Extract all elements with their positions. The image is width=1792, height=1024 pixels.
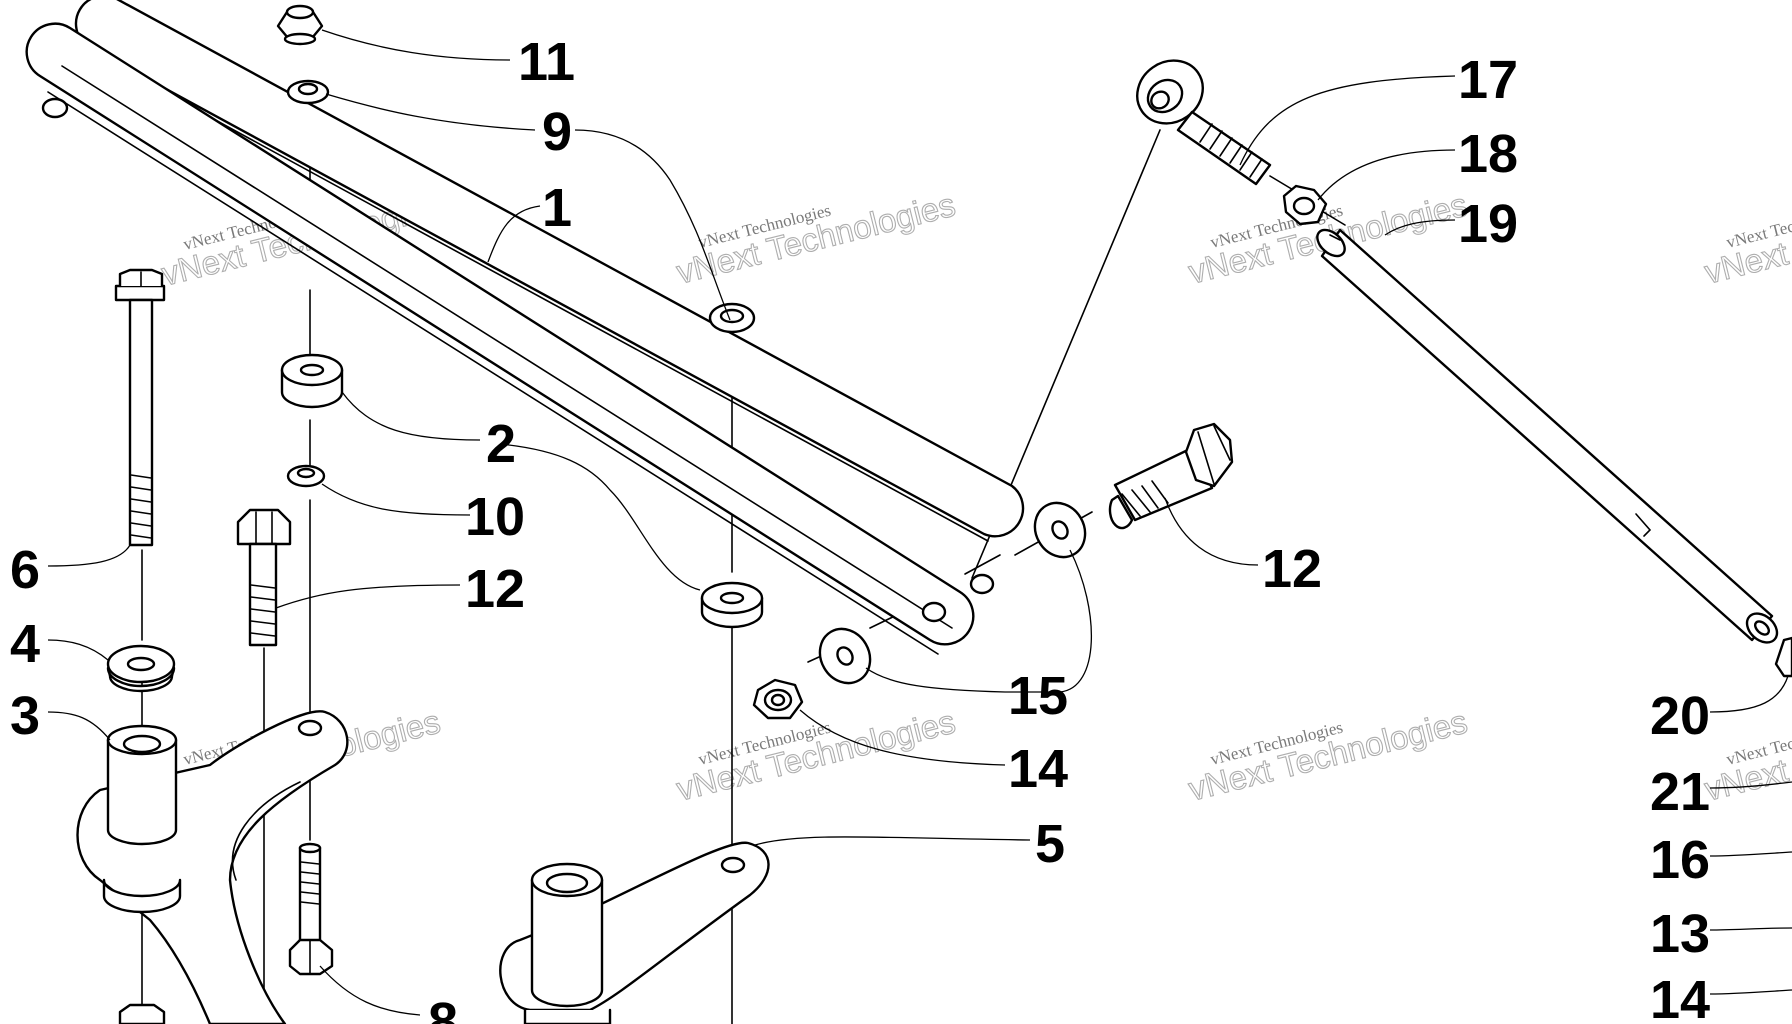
bolt-12-left: [236, 508, 292, 647]
nut-14: [752, 678, 804, 720]
tube-19: [1316, 228, 1779, 644]
callout-14: 14: [1008, 739, 1068, 799]
callout-20: 20: [1650, 686, 1710, 746]
callout-12-left: 12: [465, 559, 525, 619]
watermark-4: vNext Technologies vNext Technologies: [1700, 185, 1792, 291]
nut-20: [1774, 636, 1792, 678]
watermark-7: vNext Technologies vNext Technologies: [1184, 702, 1471, 808]
washer-9-upper: [286, 79, 330, 105]
bolt-8: [288, 842, 334, 976]
callout-14-right: 14: [1650, 970, 1710, 1024]
bushing-2-upper: [280, 353, 344, 409]
callout-10: 10: [465, 487, 525, 547]
callout-13: 13: [1650, 904, 1710, 964]
callout-11: 11: [518, 32, 575, 92]
callouts: 11 9 1 2 10 6 12 4 3 8 17 18 19 12 15 14…: [10, 32, 1710, 1024]
link-arm-front: [25, 22, 975, 655]
washer-15-left: [818, 627, 872, 685]
washer-15-right: [1033, 501, 1087, 559]
bushing-2-lower: [700, 581, 764, 629]
pivot-bracket-left: [76, 710, 349, 1024]
rod-end-17: [1136, 59, 1272, 186]
callout-21: 21: [1650, 762, 1710, 822]
washer-9-lower: [708, 302, 756, 334]
callout-19: 19: [1458, 194, 1518, 254]
callout-16: 16: [1650, 830, 1710, 890]
callout-9: 9: [542, 102, 572, 162]
callout-6: 6: [10, 540, 40, 600]
callout-4: 4: [10, 614, 40, 674]
callout-18: 18: [1458, 124, 1518, 184]
callout-8: 8: [428, 992, 458, 1024]
watermark-8: vNext Technologies vNext Technologies: [1700, 702, 1792, 808]
callout-15: 15: [1008, 666, 1068, 726]
callout-1: 1: [542, 178, 572, 238]
callout-5: 5: [1035, 814, 1065, 874]
flange-nut-11: [276, 4, 324, 46]
bracket-5: [499, 841, 770, 1024]
jam-nut-18: [1282, 184, 1328, 226]
leader-lines: [47, 29, 1792, 1016]
bolt-12-right: [1108, 422, 1234, 530]
watermark-6: vNext Technologies vNext Technologies: [672, 702, 959, 808]
callout-12-right: 12: [1262, 539, 1322, 599]
washer-10: [286, 464, 326, 488]
callout-17: 17: [1458, 50, 1518, 110]
bolt-6: [114, 268, 166, 547]
callout-2: 2: [486, 414, 516, 474]
washer-4: [106, 644, 176, 693]
callout-3: 3: [10, 686, 40, 746]
